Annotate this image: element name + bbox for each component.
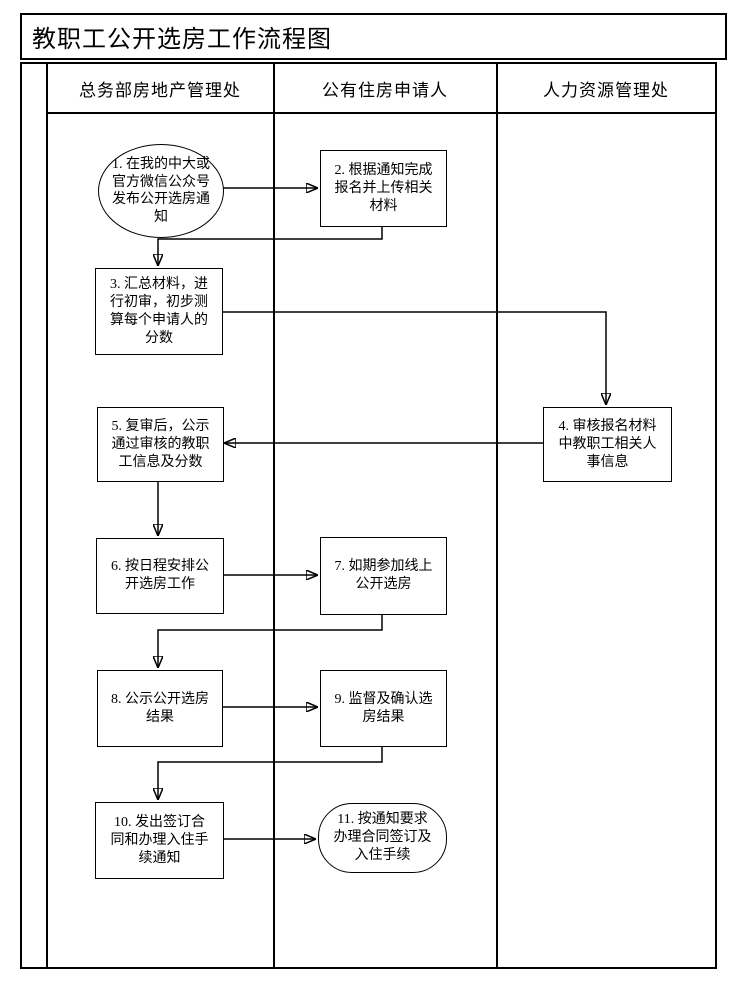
lane-header-label: 总务部房地产管理处 xyxy=(79,80,241,100)
node-label: 11. 按通知要求 办理合同签订及 入住手续 xyxy=(333,812,432,863)
page-title-text: 教职工公开选房工作流程图 xyxy=(32,27,332,53)
node-label: 1. 在我的中大或 官方微信公众号 发布公开选房通 知 xyxy=(112,157,210,225)
lane-header-label: 公有住房申请人 xyxy=(322,80,448,100)
lane-header-applicant: 公有住房申请人 xyxy=(274,64,496,112)
node-3-collect-initial-review: 3. 汇总材料，进 行初审，初步测 算每个申请人的 分数 xyxy=(95,268,223,355)
node-label: 7. 如期参加线上 公开选房 xyxy=(334,559,433,592)
lane-header-divider xyxy=(46,112,715,114)
node-5-publicize-review-result: 5. 复审后，公示 通过审核的教职 工信息及分数 xyxy=(97,407,224,482)
node-1-publish-notice: 1. 在我的中大或 官方微信公众号 发布公开选房通 知 xyxy=(98,144,224,238)
lane-header-general-affairs: 总务部房地产管理处 xyxy=(47,64,273,112)
lane-header-label: 人力资源管理处 xyxy=(543,80,669,100)
lane-separator-1 xyxy=(273,64,275,967)
page-title: 教职工公开选房工作流程图 xyxy=(20,13,727,60)
node-label: 8. 公示公开选房 结果 xyxy=(111,691,209,725)
lane-separator-2 xyxy=(496,64,498,967)
lane-header-hr: 人力资源管理处 xyxy=(497,64,715,112)
gutter-separator-line xyxy=(46,64,48,967)
node-label: 5. 复审后，公示 通过审核的教职 工信息及分数 xyxy=(111,418,210,470)
node-2-register-upload: 2. 根据通知完成 报名并上传相关 材料 xyxy=(320,150,447,227)
node-label: 3. 汇总材料，进 行初审，初步测 算每个申请人的 分数 xyxy=(110,276,208,346)
node-label: 4. 审核报名材料 中教职工相关人 事信息 xyxy=(558,418,657,470)
node-label: 9. 监督及确认选 房结果 xyxy=(334,691,433,725)
node-10-issue-contract-notice: 10. 发出签订合 同和办理入住手 续通知 xyxy=(95,802,224,879)
node-7-attend-online-selection: 7. 如期参加线上 公开选房 xyxy=(320,537,447,615)
node-label: 2. 根据通知完成 报名并上传相关 材料 xyxy=(334,162,433,214)
swimlane-table: 总务部房地产管理处 公有住房申请人 人力资源管理处 xyxy=(20,62,717,969)
node-4-hr-verify-info: 4. 审核报名材料 中教职工相关人 事信息 xyxy=(543,407,672,482)
node-8-publicize-selection-result: 8. 公示公开选房 结果 xyxy=(97,670,223,747)
node-label: 6. 按日程安排公 开选房工作 xyxy=(111,559,209,592)
node-6-schedule-selection: 6. 按日程安排公 开选房工作 xyxy=(96,538,224,614)
node-11-sign-contract-move-in: 11. 按通知要求 办理合同签订及 入住手续 xyxy=(318,803,447,873)
node-9-supervise-confirm-result: 9. 监督及确认选 房结果 xyxy=(320,670,447,747)
node-label: 10. 发出签订合 同和办理入住手 续通知 xyxy=(110,814,209,866)
